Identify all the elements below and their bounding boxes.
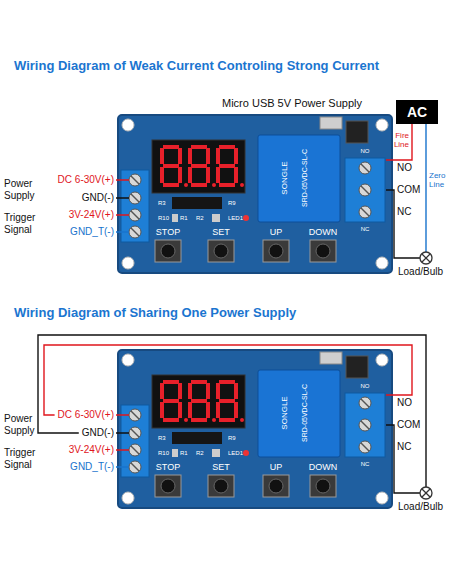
- power-source-box: AC: [396, 100, 438, 124]
- zero-wire: [425, 124, 426, 252]
- bulb-symbol: [420, 487, 432, 499]
- button-label: UP: [270, 462, 283, 472]
- terminal-label: COM: [397, 419, 420, 431]
- silk-label: R3: [158, 200, 166, 207]
- pin-label: GND(-): [82, 192, 114, 204]
- button-label: SET: [212, 462, 230, 472]
- button-label: UP: [270, 227, 283, 237]
- group-label: Power Supply: [4, 413, 38, 436]
- module-label: Micro USB 5V Power Supply: [222, 97, 362, 110]
- relay-marking: SONGLE: [280, 161, 289, 194]
- silk-label: NO: [361, 148, 370, 155]
- terminal-label: NO: [397, 162, 412, 174]
- silk-label: NC: [361, 461, 370, 468]
- silk-label: R1: [180, 215, 188, 222]
- button-label: SET: [212, 227, 230, 237]
- bulb-symbol: [420, 252, 432, 264]
- node-text: AC: [406, 104, 428, 120]
- silk-label: R1: [180, 450, 188, 457]
- load-label: Load/Bulb: [398, 501, 443, 513]
- relay-marking: SRD-05VDC-SL-C: [301, 149, 309, 207]
- terminal-label: COM: [397, 184, 420, 196]
- section-heading: Wiring Diagram of Weak Current Controlin…: [14, 59, 379, 74]
- ground-wire: [38, 335, 426, 487]
- relay-module: [116, 115, 392, 273]
- silk-label: LED1: [228, 450, 243, 457]
- silk-label: R2: [196, 450, 204, 457]
- button-label: DOWN: [309, 227, 338, 237]
- relay-marking: SONGLE: [280, 396, 289, 429]
- silk-label: LED1: [228, 215, 243, 222]
- section-heading: Wiring Diagram of Sharing One Power Supp…: [14, 306, 296, 321]
- button-label: STOP: [156, 227, 180, 237]
- silk-label: NO: [361, 383, 370, 390]
- fire-wire: [386, 124, 412, 160]
- terminal-label: NO: [397, 397, 412, 409]
- supply-wire: [44, 345, 412, 415]
- terminal-label: NC: [397, 206, 411, 218]
- terminal-label: NC: [397, 441, 411, 453]
- silk-label: R9: [228, 200, 236, 207]
- pin-label: 3V-24V(+): [69, 444, 114, 456]
- silk-label: R3: [158, 435, 166, 442]
- wire-label: Zero Line: [429, 171, 449, 189]
- relay-marking: SRD-05VDC-SL-C: [301, 384, 309, 442]
- load-wire: [386, 425, 420, 493]
- group-label: Power Supply: [4, 178, 38, 201]
- pin-label: GND_T(-): [70, 226, 114, 238]
- silk-label: R10: [158, 215, 169, 222]
- group-label: Trigger Signal: [4, 447, 38, 470]
- pin-label: DC 6-30V(+): [58, 409, 114, 421]
- silk-label: R10: [158, 450, 169, 457]
- pin-label: GND(-): [82, 427, 114, 439]
- silk-label: NC: [361, 226, 370, 233]
- silk-label: R2: [196, 215, 204, 222]
- silk-label: R9: [228, 435, 236, 442]
- button-label: DOWN: [309, 462, 338, 472]
- button-label: STOP: [156, 462, 180, 472]
- group-label: Trigger Signal: [4, 212, 38, 235]
- pin-label: GND_T(-): [70, 461, 114, 473]
- pin-label: DC 6-30V(+): [58, 174, 114, 186]
- load-label: Load/Bulb: [398, 266, 443, 278]
- load-wire: [386, 190, 420, 258]
- pin-label: 3V-24V(+): [69, 209, 114, 221]
- relay-module: [116, 350, 392, 508]
- wire-label: Fire Line: [391, 131, 409, 149]
